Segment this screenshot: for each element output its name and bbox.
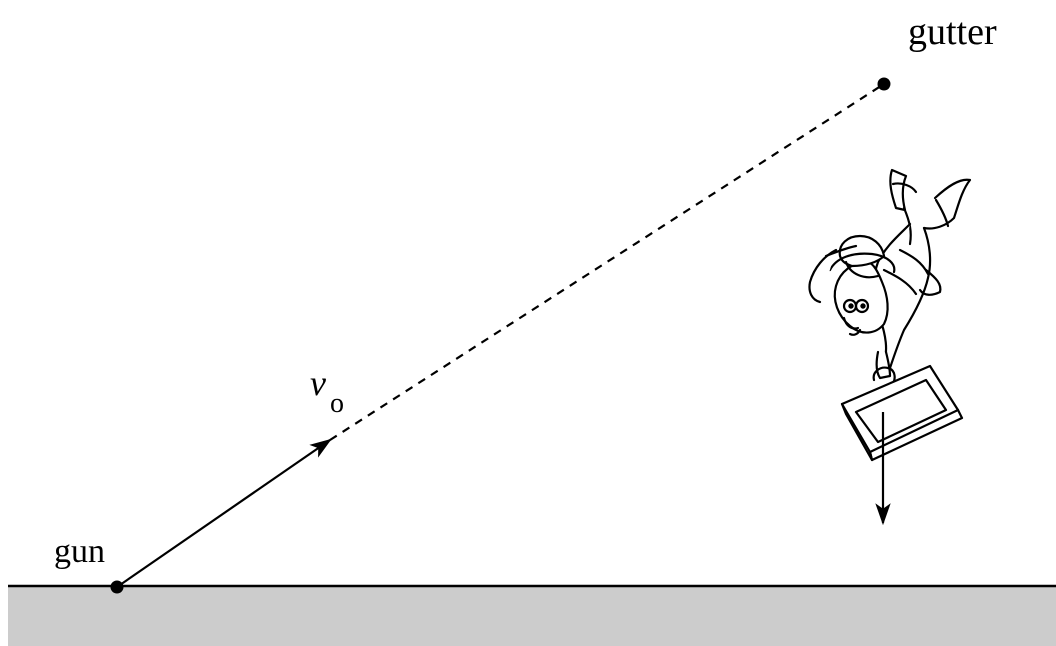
velocity-subscript: o <box>330 388 344 419</box>
gutter-label: gutter <box>908 11 997 53</box>
line-of-sight <box>329 83 885 441</box>
velocity-symbol: v <box>310 363 326 403</box>
falling-monkey-illustration <box>808 168 972 462</box>
gun-point <box>110 580 124 594</box>
gutter-point <box>877 77 891 91</box>
gun-label: gun <box>54 533 105 570</box>
velocity-vector-arrow <box>116 438 332 588</box>
ground <box>8 586 1056 646</box>
